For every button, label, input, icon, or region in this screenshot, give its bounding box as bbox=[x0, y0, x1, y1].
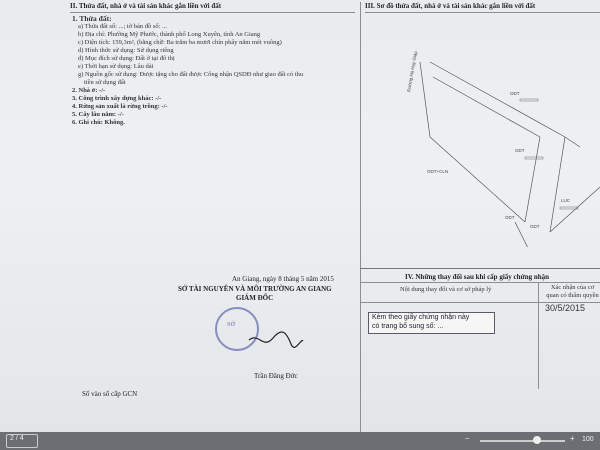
supplement-line-1: Kèm theo giấy chứng nhận này bbox=[372, 314, 470, 321]
changes-col-content: Nội dung thay đổi và cơ sở pháp lý bbox=[400, 286, 492, 293]
plot-label-f: ODT bbox=[530, 224, 540, 229]
field-address: b) Địa chỉ: Phường Mỹ Phước, thành phố L… bbox=[78, 31, 261, 38]
page-indicator-box[interactable] bbox=[6, 434, 38, 448]
section-1-title: 1. Thửa đất: bbox=[72, 14, 112, 23]
changes-table: IV. Những thay đổi sau khi cấp giấy chứn… bbox=[360, 268, 600, 389]
table-row-divider bbox=[360, 282, 600, 283]
field-usage-form: d) Hình thức sử dụng: Sử dụng riêng bbox=[78, 47, 174, 54]
page-divider bbox=[360, 2, 361, 432]
field-usage-term: e) Thời hạn sử dụng: Lâu dài bbox=[78, 63, 154, 70]
item-note: 6. Ghi chú: Không. bbox=[72, 119, 125, 126]
signature-role: GIÁM ĐỐC bbox=[236, 294, 274, 302]
field-parcel-number: a) Thửa đất số: ...; tờ bản đồ số: ... bbox=[78, 23, 167, 30]
plot-label-d: LUC bbox=[561, 198, 571, 203]
plot-label-a: ODT bbox=[510, 91, 520, 96]
land-plot-diagram: Đường Hà Huy Giáp ODT ODT ODT+CLN LUC OD… bbox=[365, 22, 600, 253]
field-origin-cont: tiền sử dụng đất bbox=[84, 79, 126, 86]
plot-label-c: ODT+CLN bbox=[427, 169, 448, 174]
signer-name: Trần Đăng Đức bbox=[254, 372, 298, 380]
signature-date: An Giang, ngày 8 tháng 5 năm 2015 bbox=[232, 275, 334, 283]
zoom-slider[interactable] bbox=[480, 440, 565, 442]
plot-label-e: ODT bbox=[505, 215, 515, 220]
header-divider-left bbox=[70, 12, 355, 13]
table-col-divider bbox=[538, 282, 539, 389]
stamp-text: SỞ bbox=[227, 322, 236, 328]
item-construction: 3. Công trình xây dựng khác: -/- bbox=[72, 95, 162, 102]
page-indicator: 2 / 4 bbox=[10, 435, 24, 442]
zoom-slider-handle[interactable] bbox=[533, 436, 541, 444]
item-house: 2. Nhà ở: -/- bbox=[72, 87, 106, 94]
item-trees: 5. Cây lâu năm: -/- bbox=[72, 111, 124, 118]
header-divider-right bbox=[365, 12, 600, 13]
handwritten-signature bbox=[248, 331, 304, 348]
field-origin: g) Nguồn gốc sử dụng: Được tặng cho đất … bbox=[78, 71, 304, 78]
table-header-divider bbox=[360, 302, 600, 303]
viewer-toolbar: 2 / 4 − + 100 bbox=[0, 432, 600, 450]
document-sheet: II. Thửa đất, nhà ở và tài sản khác gắn … bbox=[0, 0, 600, 432]
supplement-line-2: có trang bổ sung số: ... bbox=[372, 323, 444, 330]
item-forest: 4. Rừng sản xuất là rừng trồng: -/- bbox=[72, 103, 168, 110]
zoom-out-icon[interactable]: − bbox=[465, 434, 470, 443]
section-2-header: II. Thửa đất, nhà ở và tài sản khác gắn … bbox=[70, 2, 222, 10]
changes-col-confirm: Xác nhận của cơ quan có thẩm quyền bbox=[546, 284, 599, 299]
field-usage-purpose: đ) Mục đích sử dụng: Đất ở tại đô thị bbox=[78, 55, 175, 62]
plot-label-b: ODT bbox=[515, 148, 525, 153]
field-area: c) Diện tích: 159,3m², (bằng chữ: Ba tră… bbox=[78, 39, 282, 46]
supplement-note-box: Kèm theo giấy chứng nhận này có trang bổ… bbox=[368, 312, 495, 334]
section-3-header: III. Sơ đồ thửa đất, nhà ở và tài sản kh… bbox=[365, 2, 536, 10]
changes-table-title: IV. Những thay đổi sau khi cấp giấy chứn… bbox=[405, 273, 550, 281]
gcn-number-label: Số vào sổ cấp GCN bbox=[82, 390, 138, 398]
handwritten-date: 30/5/2015 bbox=[545, 303, 586, 313]
street-label: Đường Hà Huy Giáp bbox=[406, 50, 418, 92]
zoom-in-icon[interactable]: + bbox=[570, 434, 575, 443]
official-stamp: SỞ bbox=[215, 307, 259, 351]
zoom-level: 100 bbox=[582, 436, 594, 443]
signature-org: SỞ TÀI NGUYÊN VÀ MÔI TRƯỜNG AN GIANG bbox=[178, 285, 332, 293]
